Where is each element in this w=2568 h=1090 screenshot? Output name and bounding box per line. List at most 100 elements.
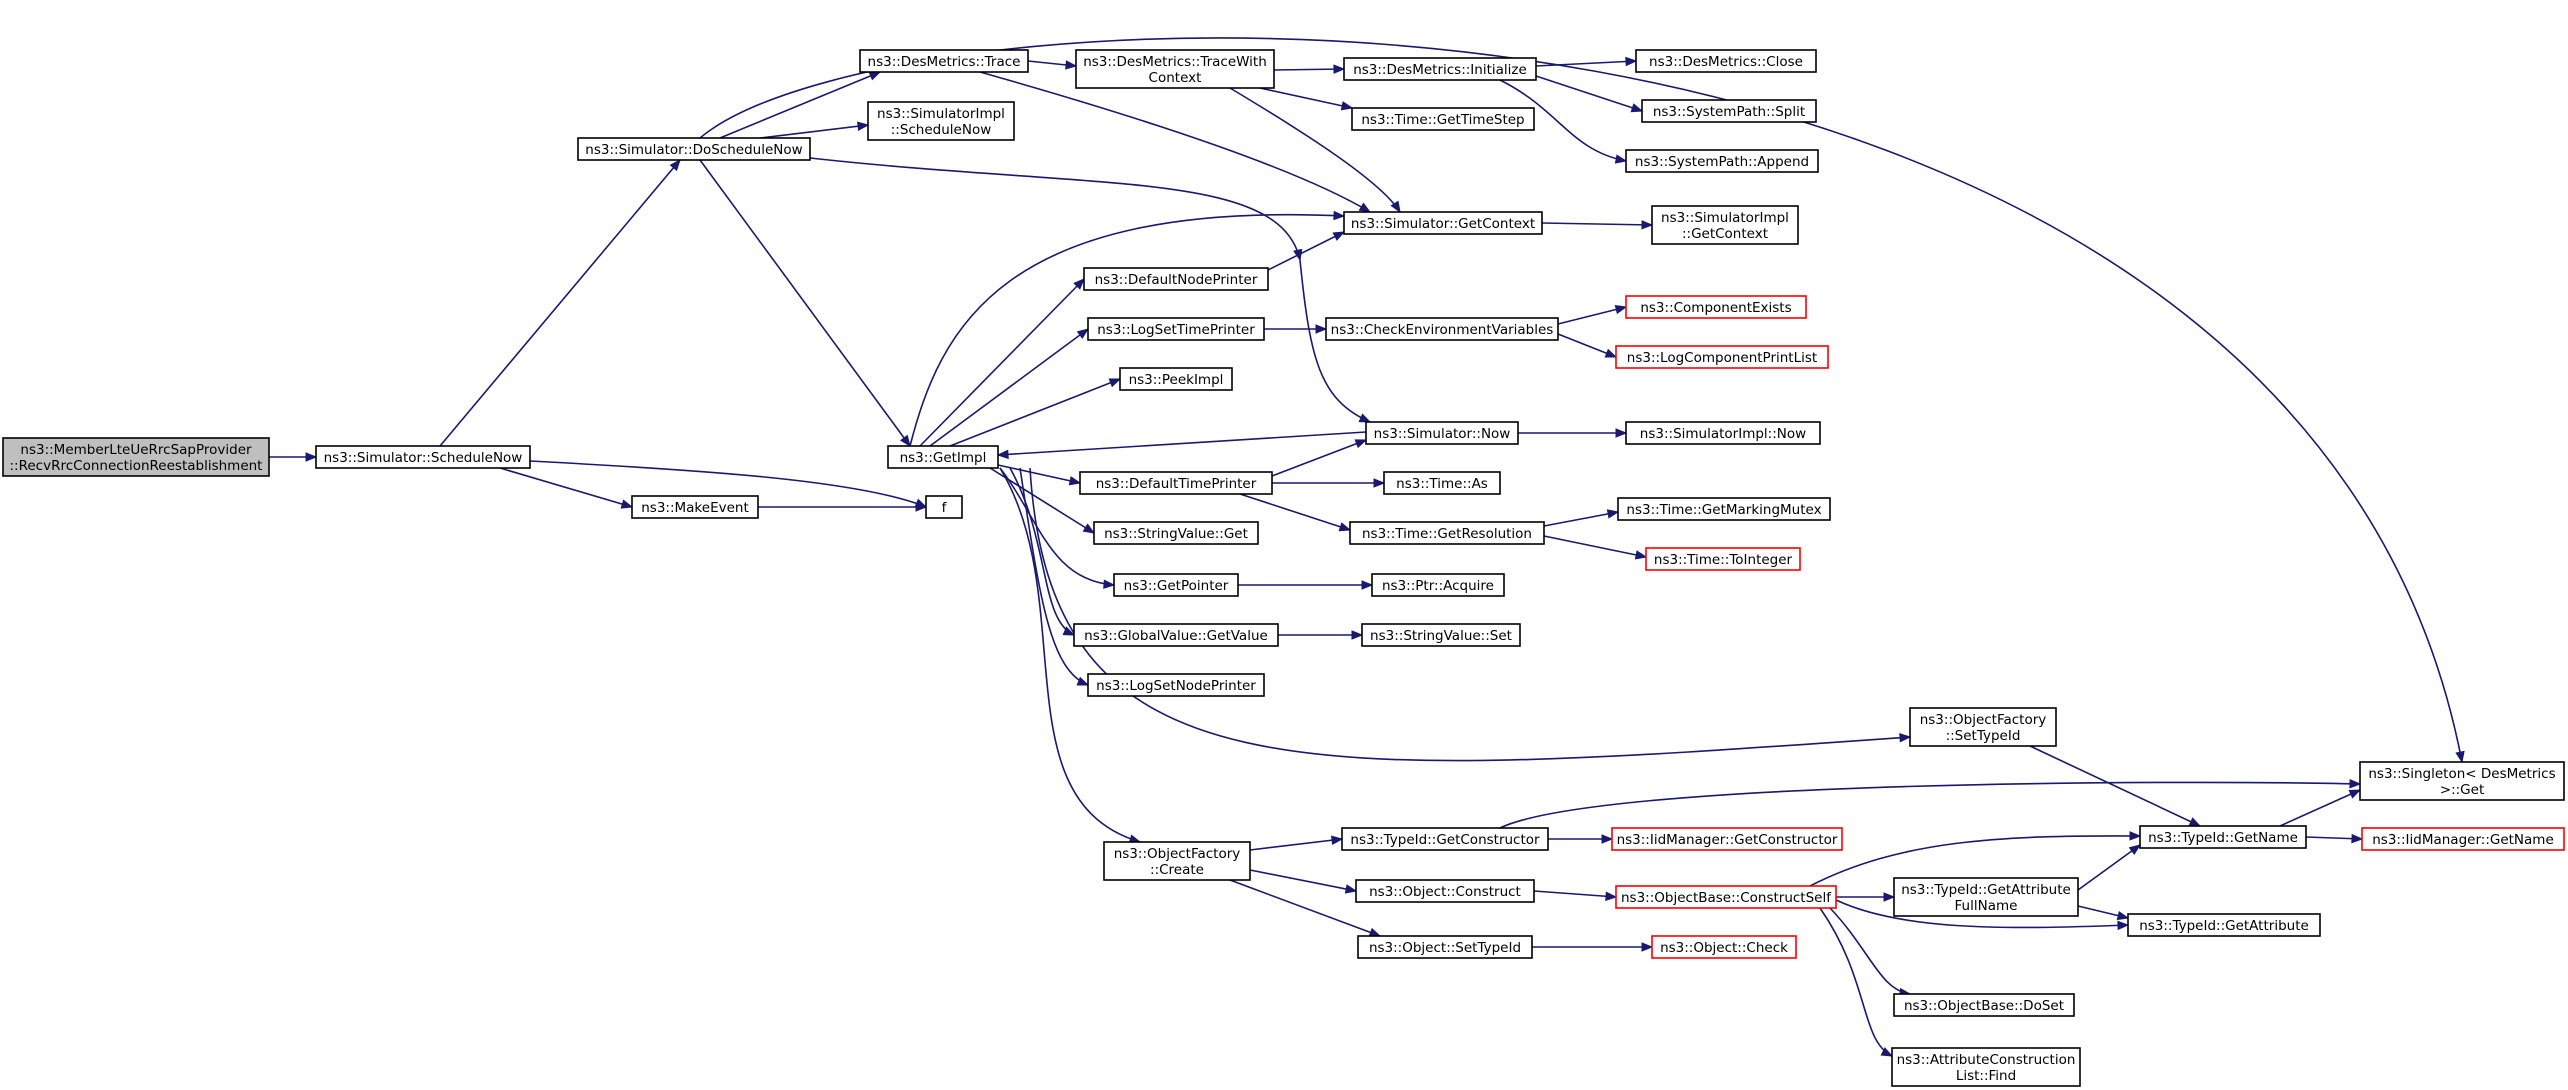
node-to-integer[interactable]: ns3::Time::ToInteger bbox=[1645, 547, 1801, 571]
node-box[interactable] bbox=[1641, 99, 1817, 123]
node-box[interactable] bbox=[631, 495, 759, 519]
node-of-create[interactable]: ns3::ObjectFactory::Create bbox=[1103, 841, 1251, 881]
node-box[interactable] bbox=[1893, 993, 2075, 1017]
node-box[interactable] bbox=[577, 137, 811, 161]
node-make-event[interactable]: ns3::MakeEvent bbox=[631, 495, 759, 519]
node-des-init[interactable]: ns3::DesMetrics::Initialize bbox=[1343, 57, 1537, 81]
node-box[interactable] bbox=[1361, 623, 1521, 647]
node-do-sched[interactable]: ns3::Simulator::DoScheduleNow bbox=[577, 137, 811, 161]
node-box[interactable] bbox=[1087, 317, 1265, 341]
node-box[interactable] bbox=[1325, 317, 1559, 341]
node-box[interactable] bbox=[2361, 827, 2565, 851]
node-box[interactable] bbox=[2, 437, 270, 477]
node-get-ctx[interactable]: ns3::Simulator::GetContext bbox=[1343, 211, 1543, 235]
node-sim-impl-sched[interactable]: ns3::SimulatorImpl::ScheduleNow bbox=[867, 101, 1015, 141]
node-box[interactable] bbox=[1079, 471, 1273, 495]
node-box[interactable] bbox=[1383, 471, 1501, 495]
node-box[interactable] bbox=[1651, 935, 1797, 959]
node-box[interactable] bbox=[1625, 421, 1821, 445]
node-sp-append[interactable]: ns3::SystemPath::Append bbox=[1625, 149, 1819, 173]
node-box[interactable] bbox=[2359, 761, 2565, 801]
node-time-step[interactable]: ns3::Time::GetTimeStep bbox=[1351, 107, 1535, 131]
node-box[interactable] bbox=[1371, 573, 1505, 597]
node-box[interactable] bbox=[1343, 57, 1537, 81]
node-box[interactable] bbox=[1635, 49, 1817, 73]
node-sim-impl-now[interactable]: ns3::SimulatorImpl::Now bbox=[1625, 421, 1821, 445]
node-box[interactable] bbox=[1349, 521, 1545, 545]
node-f[interactable]: f bbox=[925, 495, 963, 519]
node-box[interactable] bbox=[1119, 367, 1233, 391]
node-mark-mutex[interactable]: ns3::Time::GetMarkingMutex bbox=[1617, 497, 1831, 521]
node-root[interactable]: ns3::MemberLteUeRrcSapProvider::RecvRrcC… bbox=[2, 437, 270, 477]
node-box[interactable] bbox=[887, 445, 999, 469]
node-box[interactable] bbox=[1087, 673, 1265, 697]
node-box[interactable] bbox=[1341, 827, 1549, 851]
node-box[interactable] bbox=[925, 495, 963, 519]
node-tid-get-ctor[interactable]: ns3::TypeId::GetConstructor bbox=[1341, 827, 1549, 851]
node-obj-construct[interactable]: ns3::Object::Construct bbox=[1355, 879, 1535, 903]
node-box[interactable] bbox=[1645, 547, 1801, 571]
node-log-set-time[interactable]: ns3::LogSetTimePrinter bbox=[1087, 317, 1265, 341]
node-box[interactable] bbox=[1365, 421, 1519, 445]
node-obj-set-type-id[interactable]: ns3::Object::SetTypeId bbox=[1357, 935, 1533, 959]
node-box[interactable] bbox=[1355, 879, 1535, 903]
node-log-comp-list[interactable]: ns3::LogComponentPrintList bbox=[1615, 345, 1829, 369]
node-check-env[interactable]: ns3::CheckEnvironmentVariables bbox=[1325, 317, 1559, 341]
node-time-res[interactable]: ns3::Time::GetResolution bbox=[1349, 521, 1545, 545]
node-get-pointer[interactable]: ns3::GetPointer bbox=[1113, 573, 1239, 597]
node-obj-check[interactable]: ns3::Object::Check bbox=[1651, 935, 1797, 959]
node-box[interactable] bbox=[1351, 107, 1535, 131]
node-get-impl[interactable]: ns3::GetImpl bbox=[887, 445, 999, 469]
node-sim-impl-ctx[interactable]: ns3::SimulatorImpl::GetContext bbox=[1651, 205, 1799, 245]
node-singleton[interactable]: ns3::Singleton< DesMetrics >::Get bbox=[2359, 761, 2565, 801]
node-comp-exists[interactable]: ns3::ComponentExists bbox=[1625, 295, 1807, 319]
node-box[interactable] bbox=[315, 445, 531, 469]
node-box[interactable] bbox=[1615, 345, 1829, 369]
node-box[interactable] bbox=[1073, 623, 1279, 647]
node-gv-get-value[interactable]: ns3::GlobalValue::GetValue bbox=[1073, 623, 1279, 647]
node-sched-now[interactable]: ns3::Simulator::ScheduleNow bbox=[315, 445, 531, 469]
node-str-set[interactable]: ns3::StringValue::Set bbox=[1361, 623, 1521, 647]
node-time-as[interactable]: ns3::Time::As bbox=[1383, 471, 1501, 495]
node-box[interactable] bbox=[1357, 935, 1533, 959]
node-sp-split[interactable]: ns3::SystemPath::Split bbox=[1641, 99, 1817, 123]
node-box[interactable] bbox=[867, 101, 1015, 141]
node-box[interactable] bbox=[1093, 521, 1259, 545]
node-box[interactable] bbox=[1343, 211, 1543, 235]
node-box[interactable] bbox=[2127, 913, 2321, 937]
node-box[interactable] bbox=[2139, 825, 2307, 849]
node-log-set-node[interactable]: ns3::LogSetNodePrinter bbox=[1087, 673, 1265, 697]
node-iid-get-name[interactable]: ns3::IidManager::GetName bbox=[2361, 827, 2565, 851]
node-box[interactable] bbox=[1625, 149, 1819, 173]
node-box[interactable] bbox=[1113, 573, 1239, 597]
node-box[interactable] bbox=[1615, 885, 1837, 909]
node-box[interactable] bbox=[1625, 295, 1807, 319]
node-box[interactable] bbox=[1617, 497, 1831, 521]
node-box[interactable] bbox=[1611, 827, 1843, 851]
node-iid-get-ctor[interactable]: ns3::IidManager::GetConstructor bbox=[1611, 827, 1843, 851]
node-box[interactable] bbox=[1909, 707, 2057, 747]
node-def-node-pr[interactable]: ns3::DefaultNodePrinter bbox=[1083, 267, 1269, 291]
node-box[interactable] bbox=[1075, 49, 1275, 89]
node-of-set-type-id[interactable]: ns3::ObjectFactory::SetTypeId bbox=[1909, 707, 2057, 747]
node-des-trace[interactable]: ns3::DesMetrics::Trace bbox=[859, 49, 1029, 73]
node-peek-impl[interactable]: ns3::PeekImpl bbox=[1119, 367, 1233, 391]
node-ob-construct-self[interactable]: ns3::ObjectBase::ConstructSelf bbox=[1615, 885, 1837, 909]
node-def-time-pr[interactable]: ns3::DefaultTimePrinter bbox=[1079, 471, 1273, 495]
node-str-get[interactable]: ns3::StringValue::Get bbox=[1093, 521, 1259, 545]
node-box[interactable] bbox=[1083, 267, 1269, 291]
node-ptr-acquire[interactable]: ns3::Ptr::Acquire bbox=[1371, 573, 1505, 597]
node-tid-get-name[interactable]: ns3::TypeId::GetName bbox=[2139, 825, 2307, 849]
node-box[interactable] bbox=[859, 49, 1029, 73]
node-tid-get-attr[interactable]: ns3::TypeId::GetAttribute bbox=[2127, 913, 2321, 937]
node-box[interactable] bbox=[1103, 841, 1251, 881]
node-ob-do-set[interactable]: ns3::ObjectBase::DoSet bbox=[1893, 993, 2075, 1017]
node-box[interactable] bbox=[1893, 877, 2079, 917]
node-box[interactable] bbox=[1651, 205, 1799, 245]
node-box[interactable] bbox=[1891, 1047, 2081, 1087]
node-des-close[interactable]: ns3::DesMetrics::Close bbox=[1635, 49, 1817, 73]
node-sim-now[interactable]: ns3::Simulator::Now bbox=[1365, 421, 1519, 445]
